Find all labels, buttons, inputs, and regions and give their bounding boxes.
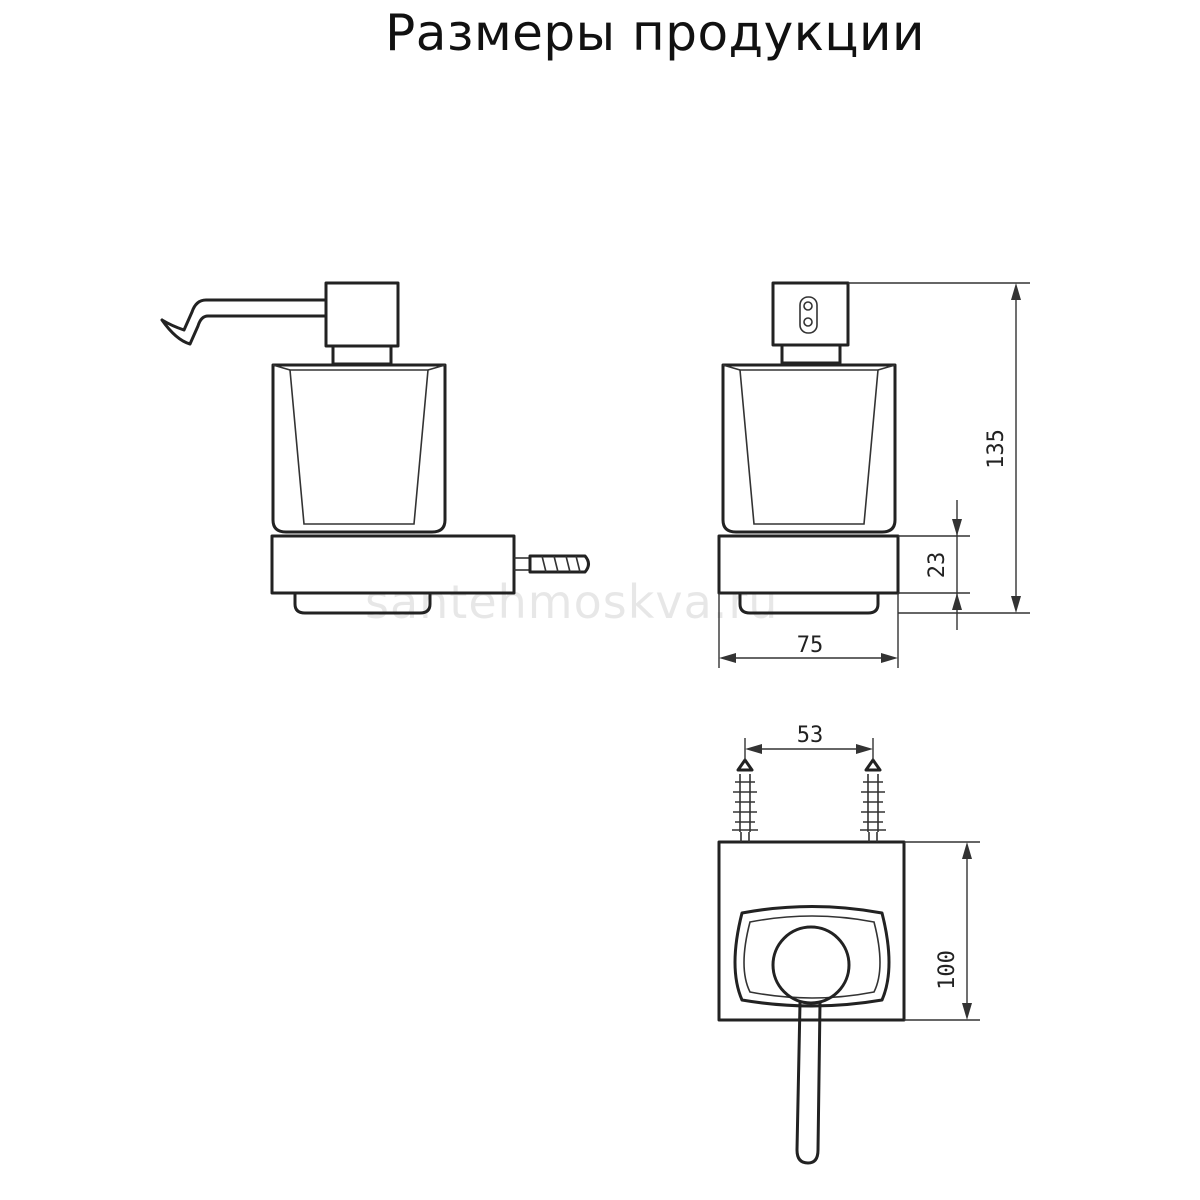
side-view	[160, 281, 590, 615]
watermark: santehmoskva.ru	[365, 575, 779, 629]
dim-base-width: 75	[797, 633, 824, 658]
dim-total-height: 135	[984, 429, 1009, 469]
dim-base-height: 23	[925, 552, 950, 579]
dim-plate-height: 100	[935, 950, 960, 990]
top-view: 53 100	[717, 723, 980, 1165]
page-title: Размеры продукции	[385, 4, 925, 62]
front-view: 135 23 75	[717, 281, 1030, 668]
dim-mount-spacing: 53	[797, 723, 824, 748]
